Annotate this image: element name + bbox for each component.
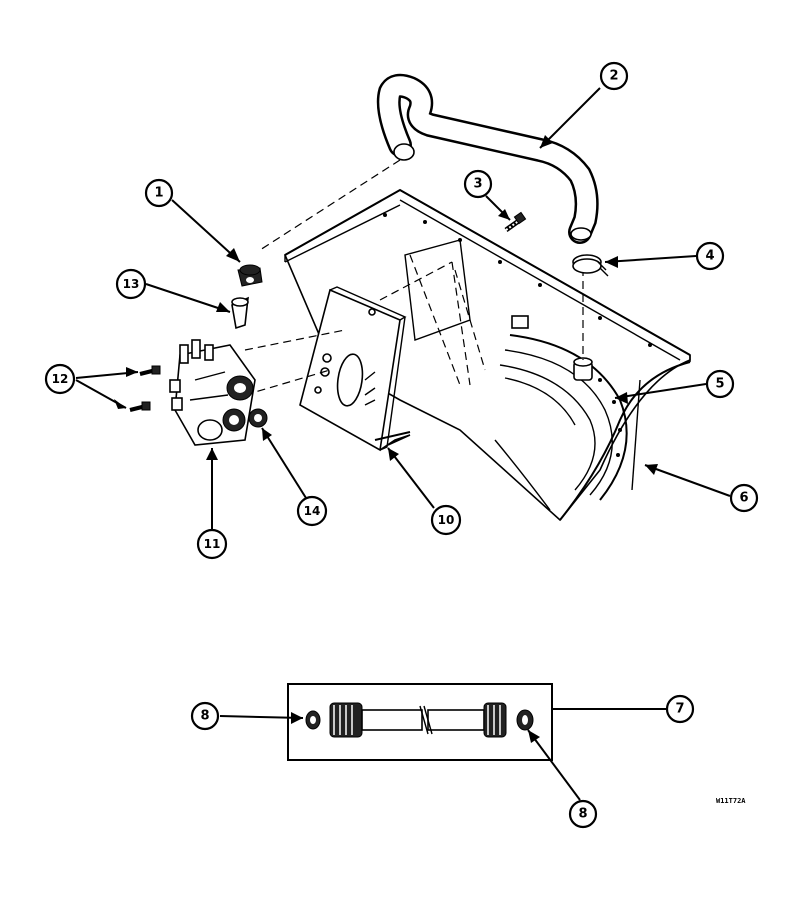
callout-4-label: 4	[705, 249, 714, 264]
callout-8-right: 8	[568, 799, 598, 829]
callout-5: 5	[705, 369, 735, 399]
callout-3-label: 3	[473, 177, 482, 192]
callout-7-label: 7	[675, 702, 684, 717]
inlet-fitting	[237, 264, 263, 287]
washer-14	[248, 408, 268, 428]
callout-11-label: 11	[204, 537, 221, 551]
callout-6-label: 6	[739, 491, 748, 506]
valve-bracket	[299, 286, 411, 452]
screw-12a	[139, 365, 161, 376]
callout-13: 13	[115, 268, 147, 300]
cabinet-top	[283, 188, 691, 522]
arrowheads	[114, 135, 658, 743]
callout-13-label: 13	[123, 277, 140, 291]
strainer	[231, 296, 249, 330]
fill-hose	[259, 73, 599, 251]
callout-1-label: 1	[154, 186, 163, 201]
callout-8-left: 8	[190, 701, 220, 731]
screw-3	[504, 211, 527, 233]
callout-6: 6	[729, 483, 759, 513]
callout-2: 2	[599, 61, 629, 91]
callout-4: 4	[695, 241, 725, 271]
callout-5-label: 5	[715, 377, 724, 392]
hose-clamp	[572, 254, 609, 277]
callout-7: 7	[665, 694, 695, 724]
callout-8-right-label: 8	[578, 807, 587, 822]
callout-2-label: 2	[609, 69, 618, 84]
callout-14-label: 14	[304, 504, 321, 518]
callout-10: 10	[430, 504, 462, 536]
callout-12-label: 12	[52, 372, 69, 386]
leader-lines	[75, 87, 731, 801]
callout-8-left-label: 8	[200, 709, 209, 724]
drawing-code: W11T72A	[716, 797, 746, 805]
callout-11: 11	[196, 528, 228, 560]
callout-1: 1	[144, 178, 174, 208]
callout-10-label: 10	[438, 513, 455, 527]
screw-12b	[129, 401, 151, 412]
water-valve	[169, 339, 256, 446]
inlet-hose-kit	[287, 683, 553, 761]
callout-14: 14	[296, 495, 328, 527]
callout-3: 3	[463, 169, 493, 199]
callout-12: 12	[44, 363, 76, 395]
